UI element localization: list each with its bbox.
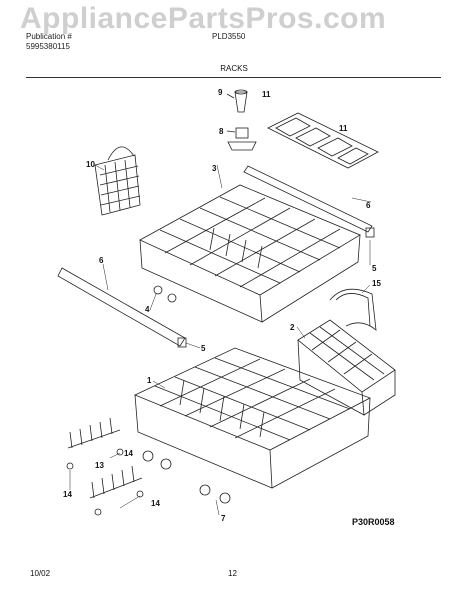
callout-6-lower: 6	[99, 256, 104, 265]
callout-8: 8	[219, 127, 224, 136]
callout-3: 3	[212, 164, 217, 173]
callout-2: 2	[290, 323, 295, 332]
part-7-lower-wheels	[142, 450, 231, 504]
part-5-end-cap-upper	[365, 227, 375, 238]
part-13-tine-rows	[67, 417, 143, 499]
header-divider	[26, 77, 441, 78]
part-11-clip-strip	[267, 112, 379, 169]
part-8-connector	[226, 127, 257, 151]
callout-5-upper: 5	[372, 264, 377, 273]
callout-4: 4	[145, 305, 150, 314]
publication-label: Publication #	[26, 32, 72, 41]
publication-number: 5995380115	[26, 42, 70, 51]
callout-10: 10	[86, 160, 95, 169]
part-15-basket-handle	[329, 288, 377, 331]
diagram-code: P30R0058	[352, 517, 395, 527]
part-14-tine-clips	[66, 448, 144, 516]
footer-date: 10/02	[30, 569, 51, 578]
part-2-cutlery-basket	[297, 319, 396, 416]
footer-page-number: 12	[228, 569, 237, 578]
callout-14-a: 14	[124, 449, 133, 458]
callout-14-c: 14	[151, 499, 160, 508]
part-4-rack-wheels	[153, 285, 177, 303]
callout-11-top: 11	[262, 90, 271, 99]
part-5-end-cap-lower	[177, 337, 187, 348]
watermark: AppliancePartsPros.com	[20, 2, 387, 35]
part-6-upper-rail	[243, 165, 373, 233]
part-1-lower-rack	[134, 347, 371, 489]
callout-7: 7	[221, 514, 226, 523]
callout-14-b: 14	[63, 490, 72, 499]
part-9-inlet-tube	[226, 89, 248, 113]
section-title: RACKS	[220, 64, 248, 73]
callout-1: 1	[147, 376, 152, 385]
callout-5-lower: 5	[201, 344, 206, 353]
callout-9: 9	[218, 88, 223, 97]
part-3-upper-rack	[139, 184, 361, 323]
callout-15: 15	[372, 279, 381, 288]
model-number: PLD3550	[212, 32, 246, 41]
part-10-silverware-basket	[94, 146, 141, 216]
leader-lines	[69, 164, 372, 516]
part-6-lower-rail	[57, 267, 186, 347]
callout-6-upper: 6	[366, 201, 371, 210]
callout-11-strip: 11	[339, 124, 348, 133]
callout-13: 13	[95, 461, 104, 470]
